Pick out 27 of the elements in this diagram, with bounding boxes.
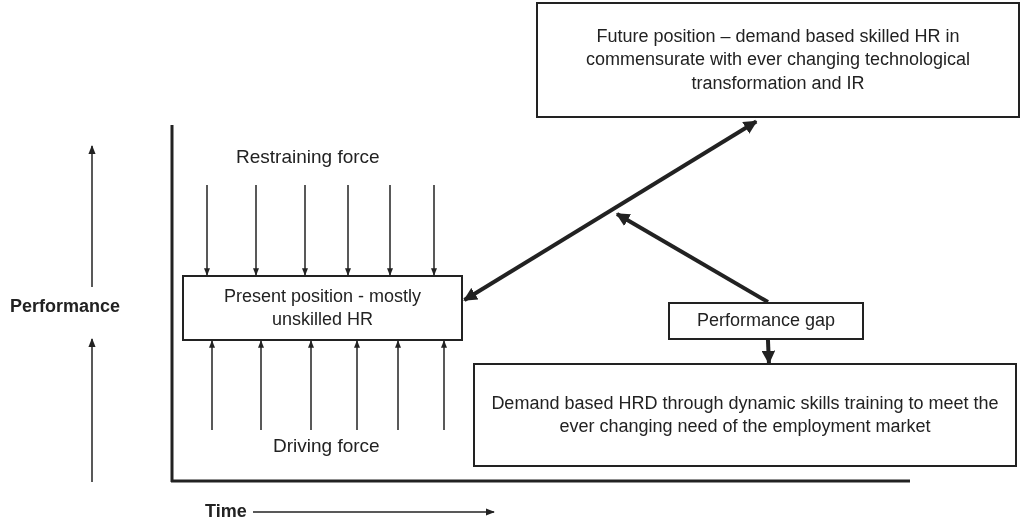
arrow [308,340,314,431]
arrow [258,340,264,431]
arrow [761,339,776,365]
arrow [345,184,351,276]
force-label: Driving force [273,435,380,457]
arrow [395,340,401,431]
arrow [209,340,215,431]
force-label: Restraining force [236,146,380,168]
text-box [668,302,864,340]
arrow [463,119,758,302]
arrow [302,184,308,276]
arrow [354,340,360,431]
arrow [387,184,393,276]
box-text: Present position - mostly unskilled HR [222,284,423,331]
arrow [253,184,259,276]
arrow [441,340,447,431]
text-box [536,2,1020,118]
arrow [431,184,437,276]
text-box [182,275,463,341]
axis-label: Time [205,501,247,521]
box-text: Performance gap [696,309,836,333]
box-text: Future position – demand based skilled HR in commensurate with ever changing technological transformation and IR [584,24,972,95]
axis-label: Performance [10,296,121,317]
arrow [615,212,769,304]
arrow [204,184,210,276]
box-text: Demand based HRD through dynamic skills training to meet the ever changing need of the employment market [490,391,1000,438]
text-box [473,363,1017,467]
